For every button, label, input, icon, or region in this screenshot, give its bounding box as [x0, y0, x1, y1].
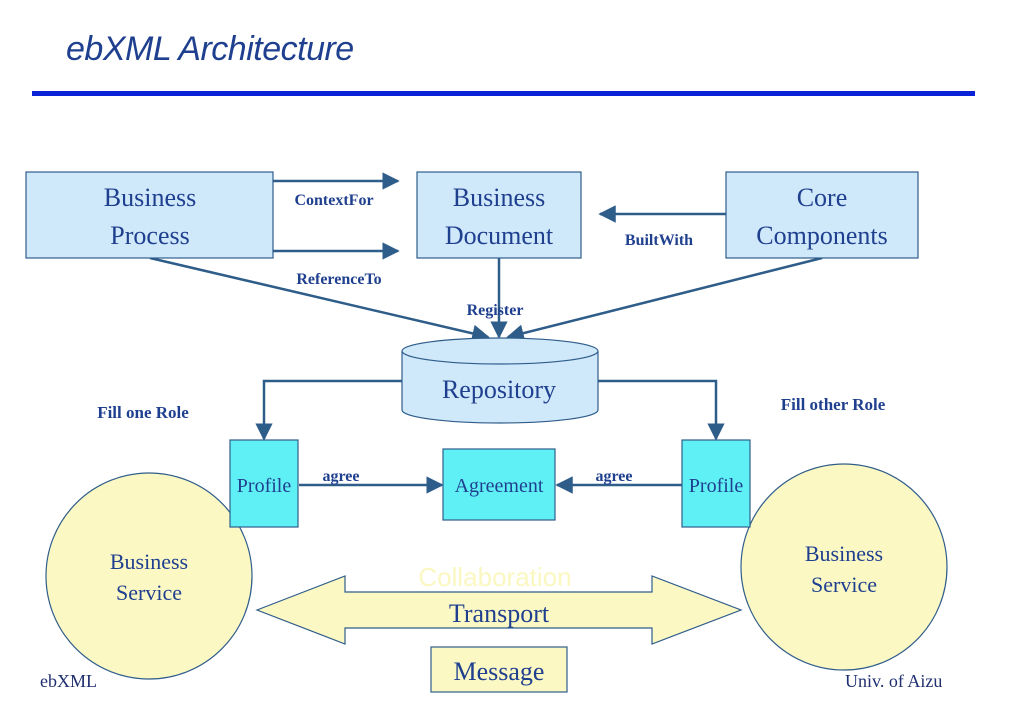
message-box: Message [430, 646, 568, 693]
connectors [149, 172, 823, 494]
core-components-box: Core Components [725, 171, 919, 259]
register-label: Register [467, 302, 524, 319]
fill-one-role-label: Fill one Role [97, 403, 189, 422]
title-divider [32, 91, 975, 96]
business-service-right-line-1: Business [805, 541, 883, 566]
agree-left-label: agree [322, 468, 359, 485]
business-service-left-line-1: Business [110, 549, 188, 574]
arrow-repository-to-right-profile [597, 379, 725, 441]
fill-other-role-label: Fill other Role [781, 395, 886, 414]
profile-left-label: Profile [237, 475, 292, 497]
arrow-repository-to-left-profile [255, 379, 402, 441]
business-process-line-2: Process [110, 221, 189, 250]
arrow-process-to-repository [149, 256, 490, 342]
business-service-right: Business Service [740, 463, 948, 671]
collaboration-label: Collaboration [418, 562, 571, 592]
transport-label: Transport [449, 599, 550, 628]
agreement-box: Agreement [442, 448, 556, 521]
core-components-line-2: Components [756, 221, 887, 250]
context-for-label: ContextFor [294, 192, 373, 209]
business-service-left: Business Service [45, 472, 253, 680]
profile-right-box: Profile [681, 439, 751, 528]
message-label: Message [454, 657, 545, 686]
business-service-right-line-2: Service [811, 572, 877, 597]
reference-to-label: ReferenceTo [296, 271, 381, 288]
transport-arrow: Collaboration Transport [255, 562, 743, 645]
built-with-label: BuiltWith [625, 232, 693, 249]
profile-right-label: Profile [689, 475, 744, 497]
footer-left: ebXML [40, 671, 97, 691]
business-process-box: Business Process [25, 171, 274, 259]
repository-cylinder: Repository [401, 337, 599, 424]
business-document-line-2: Document [445, 221, 554, 250]
core-components-line-1: Core [797, 183, 848, 212]
agreement-label: Agreement [455, 475, 544, 497]
repository-label: Repository [442, 375, 556, 404]
slide-title: ebXML Architecture [66, 30, 354, 68]
business-process-line-1: Business [104, 183, 196, 212]
agree-right-label: agree [595, 468, 632, 485]
business-document-box: Business Document [416, 171, 582, 259]
arrow-components-to-repository [506, 256, 823, 342]
profile-left-box: Profile [229, 439, 299, 528]
footer-right: Univ. of Aizu [845, 671, 943, 691]
business-service-left-line-2: Service [116, 580, 182, 605]
business-document-line-1: Business [453, 183, 545, 212]
